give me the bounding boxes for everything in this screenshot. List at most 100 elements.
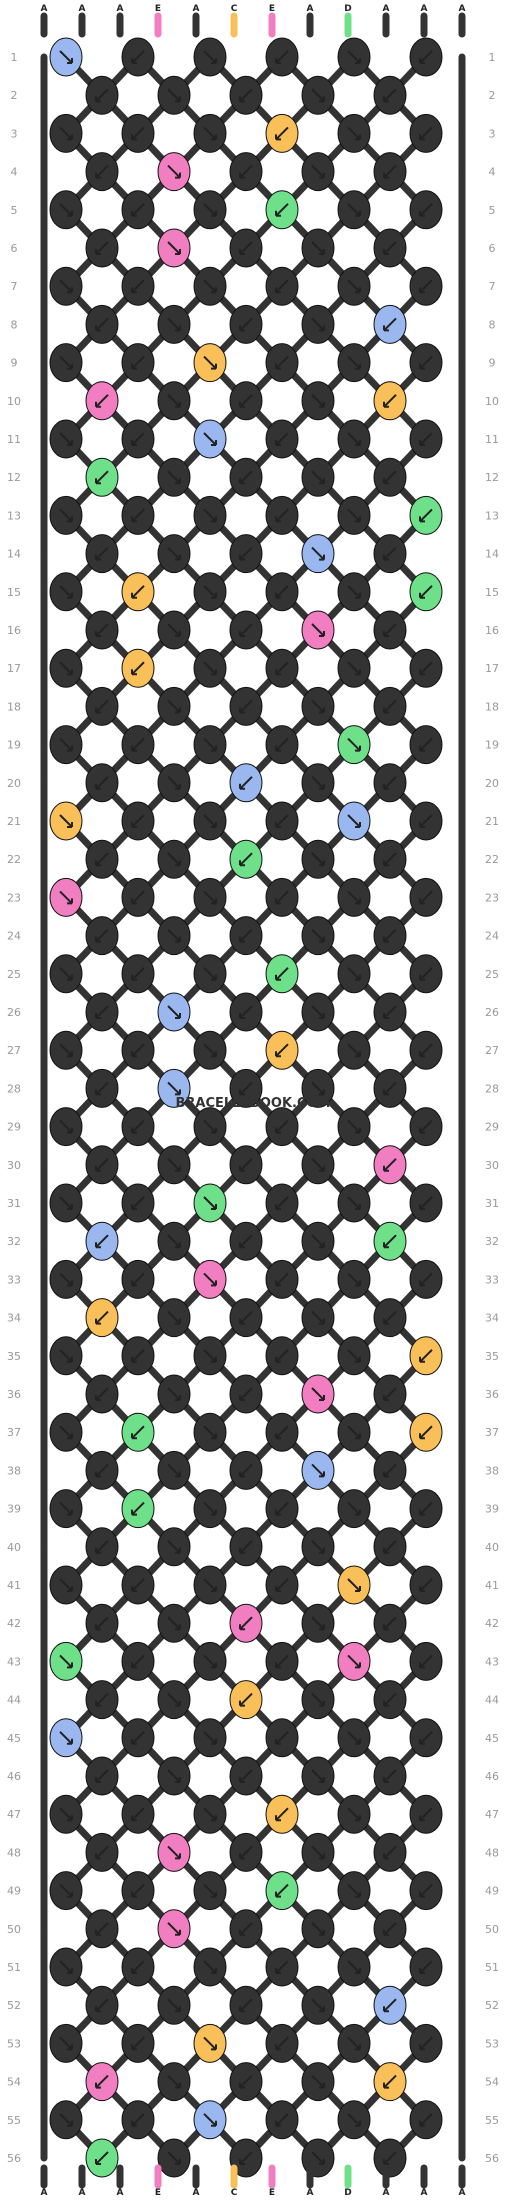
knot-arrow-icon <box>239 241 253 255</box>
knot <box>49 877 83 917</box>
row-number: 19 <box>7 739 21 752</box>
knot <box>337 2100 371 2140</box>
string-label: E <box>269 2188 275 2198</box>
knot <box>85 839 119 879</box>
knot-arrow-icon <box>383 623 397 637</box>
knot-arrow-icon <box>239 1845 253 1860</box>
row-number: 24 <box>7 930 21 943</box>
knot <box>265 1489 299 1529</box>
knot <box>301 1832 335 1872</box>
knot <box>49 419 83 459</box>
knot <box>157 75 191 115</box>
knot-arrow-icon <box>347 1349 361 1363</box>
knot-arrow-icon <box>239 1005 253 1019</box>
string-label: A <box>117 2188 124 2198</box>
knot-arrow-icon <box>383 241 397 255</box>
knot-arrow-icon <box>95 928 109 943</box>
knot <box>337 1259 371 1299</box>
row-number: 21 <box>7 815 21 828</box>
knot-arrow-icon <box>167 1769 181 1783</box>
knot <box>121 1871 155 1911</box>
knot-arrow-icon <box>59 737 73 752</box>
knot-arrow-icon <box>311 623 325 637</box>
knot-arrow-icon <box>239 1081 253 1096</box>
knot <box>157 2062 191 2102</box>
knot <box>301 304 335 344</box>
knot-arrow-icon <box>59 1883 73 1898</box>
row-number: 37 <box>485 1426 499 1439</box>
knot <box>157 1680 191 1720</box>
knot-arrow-icon <box>419 1731 433 1745</box>
knot-arrow-icon <box>347 355 361 370</box>
knot-arrow-icon <box>239 928 253 943</box>
knot-arrow-icon <box>347 1883 361 1898</box>
knot <box>373 1145 407 1185</box>
knot-arrow-icon <box>167 241 181 255</box>
string-label: E <box>155 2188 161 2198</box>
knot-arrow-icon <box>59 1731 73 1745</box>
knot <box>409 648 443 688</box>
knot-arrow-icon <box>203 1883 217 1898</box>
knot-arrow-icon <box>131 1654 145 1669</box>
row-number: 49 <box>485 1885 499 1898</box>
knot-arrow-icon <box>383 546 397 561</box>
knot-arrow-icon <box>347 203 361 217</box>
row-number: 3 <box>489 127 496 140</box>
knot-arrow-icon <box>131 126 145 141</box>
knot-arrow-icon <box>239 1616 253 1631</box>
knot <box>409 1489 443 1529</box>
knot-arrow-icon <box>95 1616 109 1631</box>
string-label: D <box>344 2188 351 2198</box>
knot <box>265 801 299 841</box>
knot <box>85 1374 119 1414</box>
row-number: 6 <box>489 242 496 255</box>
knot <box>373 1068 407 1108</box>
knot-arrow-icon <box>347 814 361 828</box>
row-number: 43 <box>485 1655 499 1668</box>
knot-arrow-icon <box>383 1922 397 1936</box>
string-label: A <box>459 2188 466 2198</box>
knot <box>49 1641 83 1681</box>
knot <box>193 1794 227 1834</box>
row-number: 50 <box>485 1923 499 1936</box>
knot <box>409 2100 443 2140</box>
knot <box>229 916 263 956</box>
knot <box>373 2138 407 2178</box>
knot <box>301 839 335 879</box>
knot-arrow-icon <box>95 852 109 867</box>
knot-arrow-icon <box>311 394 325 408</box>
row-number: 31 <box>7 1197 21 1210</box>
knot-arrow-icon <box>383 1769 397 1783</box>
knot <box>121 1794 155 1834</box>
knot <box>157 1450 191 1490</box>
knot <box>229 1374 263 1414</box>
knot <box>409 1718 443 1758</box>
knot <box>229 1985 263 2025</box>
knot-arrow-icon <box>311 699 325 714</box>
knot-arrow-icon <box>95 1005 109 1019</box>
knot <box>193 1718 227 1758</box>
row-number: 36 <box>7 1388 21 1401</box>
knot-arrow-icon <box>203 126 217 141</box>
knot-arrow-icon <box>59 279 73 294</box>
knot-arrow-icon <box>131 1807 145 1822</box>
row-number: 34 <box>7 1312 21 1325</box>
row-number: 23 <box>7 891 21 904</box>
knot <box>265 190 299 230</box>
row-number: 15 <box>7 586 21 599</box>
knot <box>373 916 407 956</box>
row-number: 17 <box>7 662 21 675</box>
knot-arrow-icon <box>419 1043 433 1058</box>
knot-arrow-icon <box>383 470 397 485</box>
knot-arrow-icon <box>167 1158 181 1172</box>
knot-arrow-icon <box>239 1387 253 1401</box>
knot <box>373 763 407 803</box>
row-number: 35 <box>7 1350 21 1363</box>
knot <box>373 1527 407 1567</box>
row-number: 23 <box>485 891 499 904</box>
row-number: 42 <box>7 1617 21 1630</box>
knot <box>85 1603 119 1643</box>
knot-arrow-icon <box>311 1463 325 1478</box>
knot-arrow-icon <box>347 1196 361 1210</box>
